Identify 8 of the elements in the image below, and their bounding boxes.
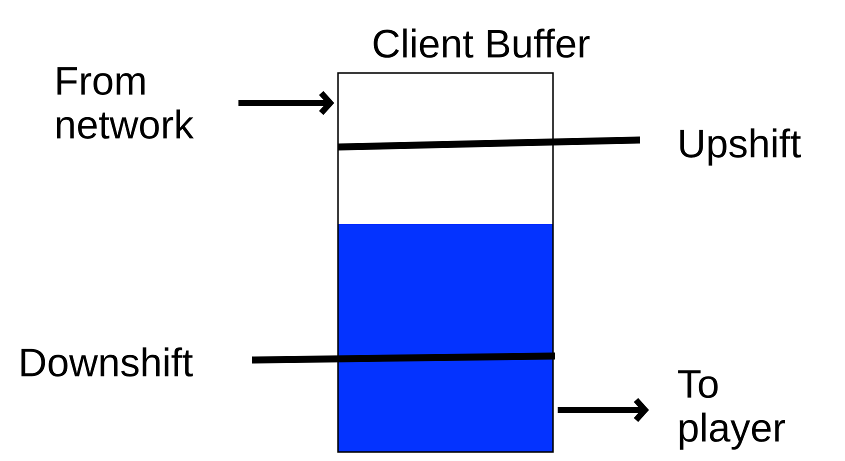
arrow bbox=[238, 90, 334, 115]
output-label: To player bbox=[678, 370, 786, 450]
arrow bbox=[558, 398, 649, 422]
node-label: Client Buffer bbox=[374, 28, 590, 58]
threshold-label: Downshift bbox=[21, 347, 193, 377]
buffer-box: Client Buffer bbox=[337, 28, 590, 453]
source-label: From network bbox=[56, 67, 194, 139]
threshold-label: Upshift bbox=[680, 128, 801, 166]
